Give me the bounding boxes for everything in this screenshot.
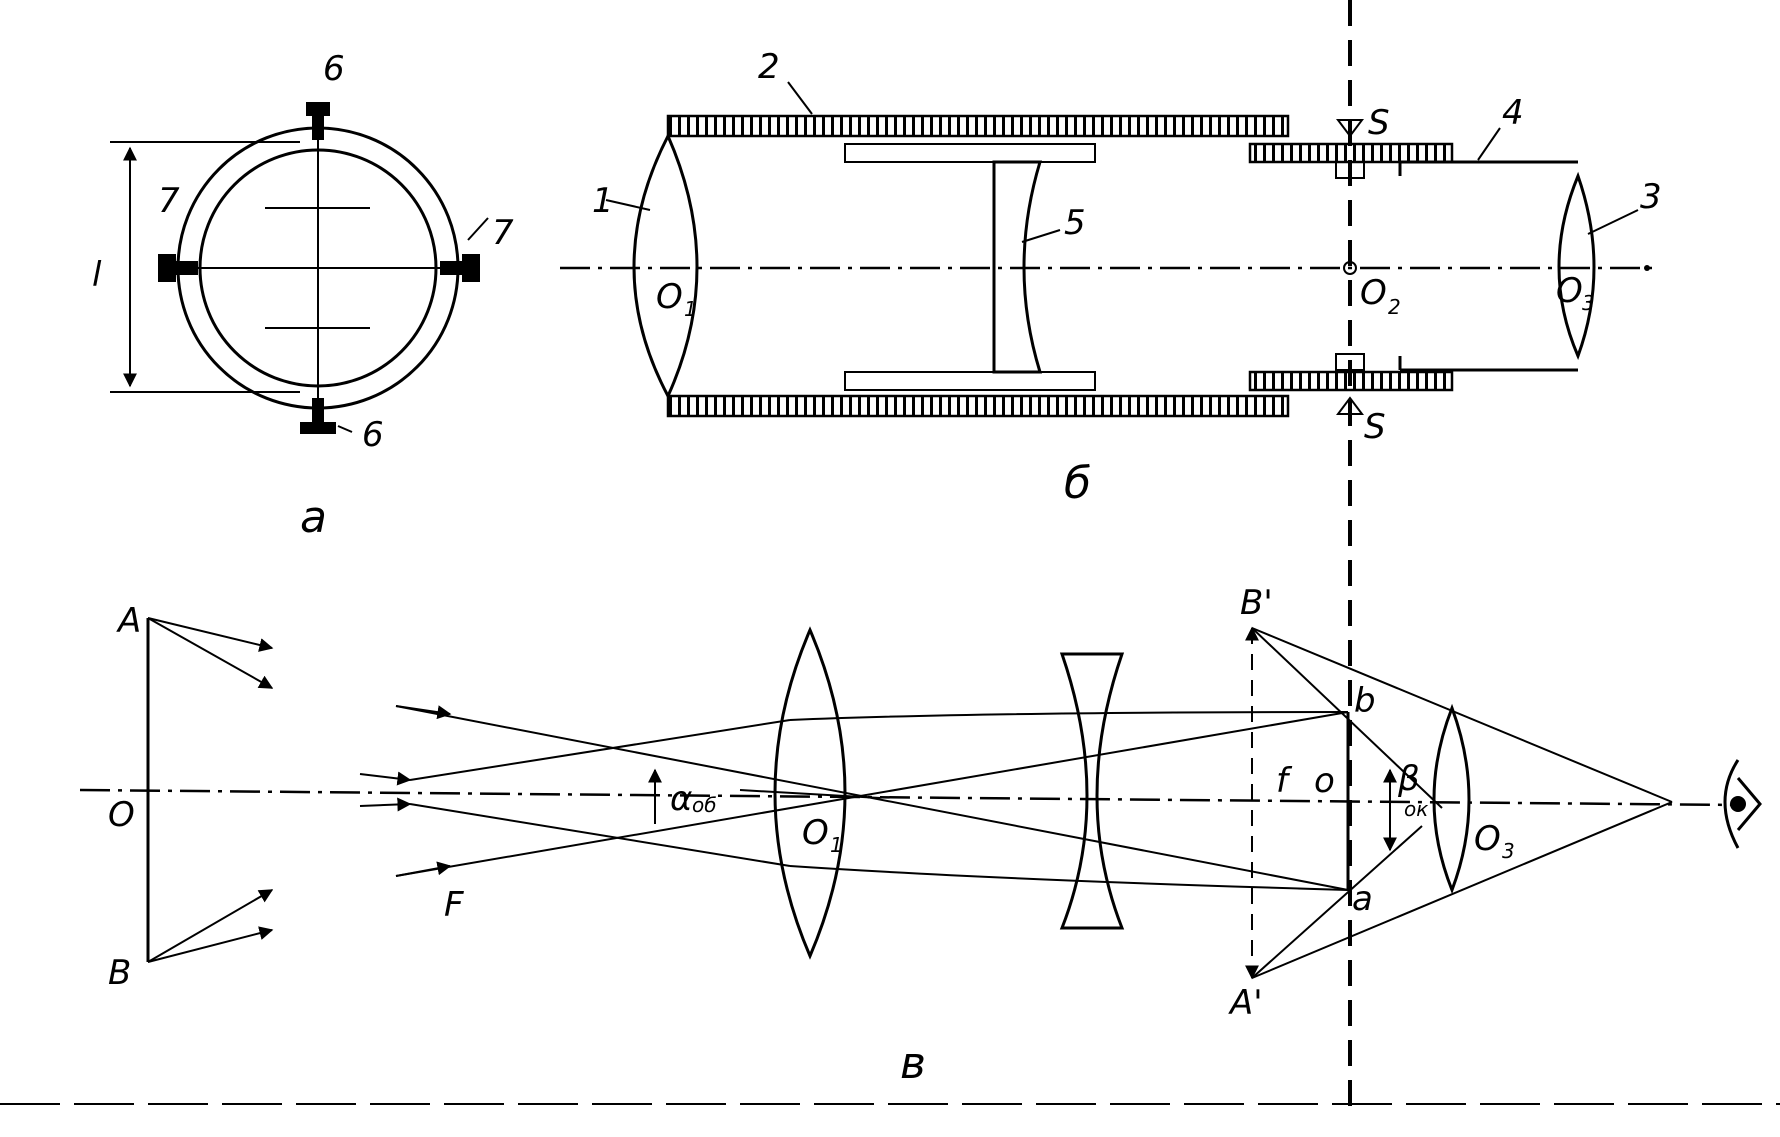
ray-a-prime-eye (1251, 801, 1673, 979)
objective-lens-v (773, 626, 847, 960)
axis-end-dot (1644, 265, 1650, 271)
label-objective-1: 1 (592, 181, 614, 221)
label-screw-right: 7 (492, 213, 514, 253)
leader-6-bottom (337, 425, 353, 433)
label-screw-top: 6 (323, 49, 345, 89)
label-screw-bottom: 6 (362, 415, 384, 455)
ray-through-2 (395, 711, 1349, 877)
label-draw-tube-4: 4 (1502, 93, 1524, 133)
ray-lower-b (789, 865, 1349, 891)
label-o1-b-sub: 1 (684, 297, 697, 321)
label-o2: O (1360, 273, 1387, 313)
eye-icon (1723, 759, 1740, 849)
screw-left-shaft (176, 261, 198, 275)
tube-wall-bottom (666, 394, 1290, 418)
label-o1-b: O (656, 277, 683, 317)
label-b: b (1354, 681, 1376, 721)
label-o3-v: O (1474, 819, 1501, 859)
label-tube-2: 2 (758, 47, 780, 87)
label-o1-v-sub: 1 (830, 833, 843, 857)
label-beta: β (1397, 759, 1420, 799)
ray-b-1 (147, 889, 274, 963)
label-s-bottom: S (1364, 407, 1386, 447)
leader-2 (787, 81, 813, 115)
label-f: f (1276, 761, 1293, 801)
ray-b-prime-o3 (1251, 627, 1443, 809)
label-a: a (1352, 879, 1373, 919)
caption-v: в (900, 1038, 926, 1089)
tube-wall-top (666, 114, 1290, 138)
leader-5 (1021, 229, 1061, 243)
label-A: A (116, 601, 141, 641)
label-o3-b: O (1556, 271, 1583, 311)
label-O: O (108, 795, 135, 835)
label-o1-v: O (802, 813, 829, 853)
caption-b: б (1064, 458, 1091, 509)
label-screw-left: 7 (158, 181, 180, 221)
screw-top-body (312, 116, 324, 140)
leader-3 (1587, 209, 1639, 235)
label-o2-sub: 2 (1388, 295, 1401, 319)
label-A-prime: A' (1228, 983, 1263, 1023)
screw-bottom-head (300, 422, 336, 434)
ray-a-prime-o3 (1251, 825, 1423, 979)
objective-lens-b (632, 132, 699, 400)
caption-a: а (300, 492, 327, 543)
axis-through-objective (739, 789, 881, 799)
ray-in-2 (359, 771, 412, 786)
ray-lower-a (409, 803, 791, 867)
ray-a-1 (147, 617, 274, 652)
label-o: o (1314, 761, 1335, 801)
optical-axis-v (79, 788, 1741, 807)
mount-bottom (844, 371, 1096, 391)
label-s-top: S (1368, 103, 1390, 143)
label-F: F (444, 885, 464, 925)
label-alpha-sub: об (692, 793, 717, 817)
negative-lens-v (1059, 652, 1125, 930)
panel-a: 6 6 7 7 l а (92, 49, 514, 543)
negative-lens-b (992, 160, 1043, 374)
label-B: B (108, 953, 131, 993)
panel-b: 1 2 3 4 5 O 1 O 2 O 3 S S б (560, 47, 1662, 509)
label-o3-b-sub: 3 (1582, 291, 1595, 315)
label-beta-sub: ок (1404, 797, 1428, 821)
eye-lid-icon (1736, 777, 1762, 831)
screw-right-shaft (440, 261, 462, 275)
ray-upper-b (789, 711, 1349, 721)
eyepiece-lens-v (1432, 703, 1471, 895)
leader-4 (1477, 127, 1501, 161)
eye-pupil-icon (1730, 796, 1746, 812)
screw-bottom-body (312, 398, 324, 422)
ray-b-2 (147, 926, 274, 963)
ray-b-prime-eye (1251, 627, 1673, 803)
collar-top (1248, 142, 1454, 164)
leader-7-right (467, 217, 489, 241)
mount-top (844, 143, 1096, 163)
label-B-prime: B' (1240, 583, 1273, 623)
leader-1 (605, 199, 651, 211)
ray-a-2 (147, 617, 274, 689)
label-o3-v-sub: 3 (1502, 839, 1515, 863)
label-negative-5: 5 (1064, 203, 1086, 243)
screw-top-head (306, 102, 330, 116)
ray-upper-a (409, 719, 791, 781)
label-eyepiece-3: 3 (1640, 177, 1662, 217)
screw-left (158, 254, 176, 282)
ray-in-3 (359, 797, 412, 812)
label-alpha: α (670, 779, 692, 819)
eyepiece-lens-b (1557, 171, 1596, 361)
label-dimension: l (92, 255, 102, 295)
panel-v: A B O F α об O 1 f o β ок O 3 B' A' b a … (79, 583, 1762, 1089)
screw-right (462, 254, 480, 282)
